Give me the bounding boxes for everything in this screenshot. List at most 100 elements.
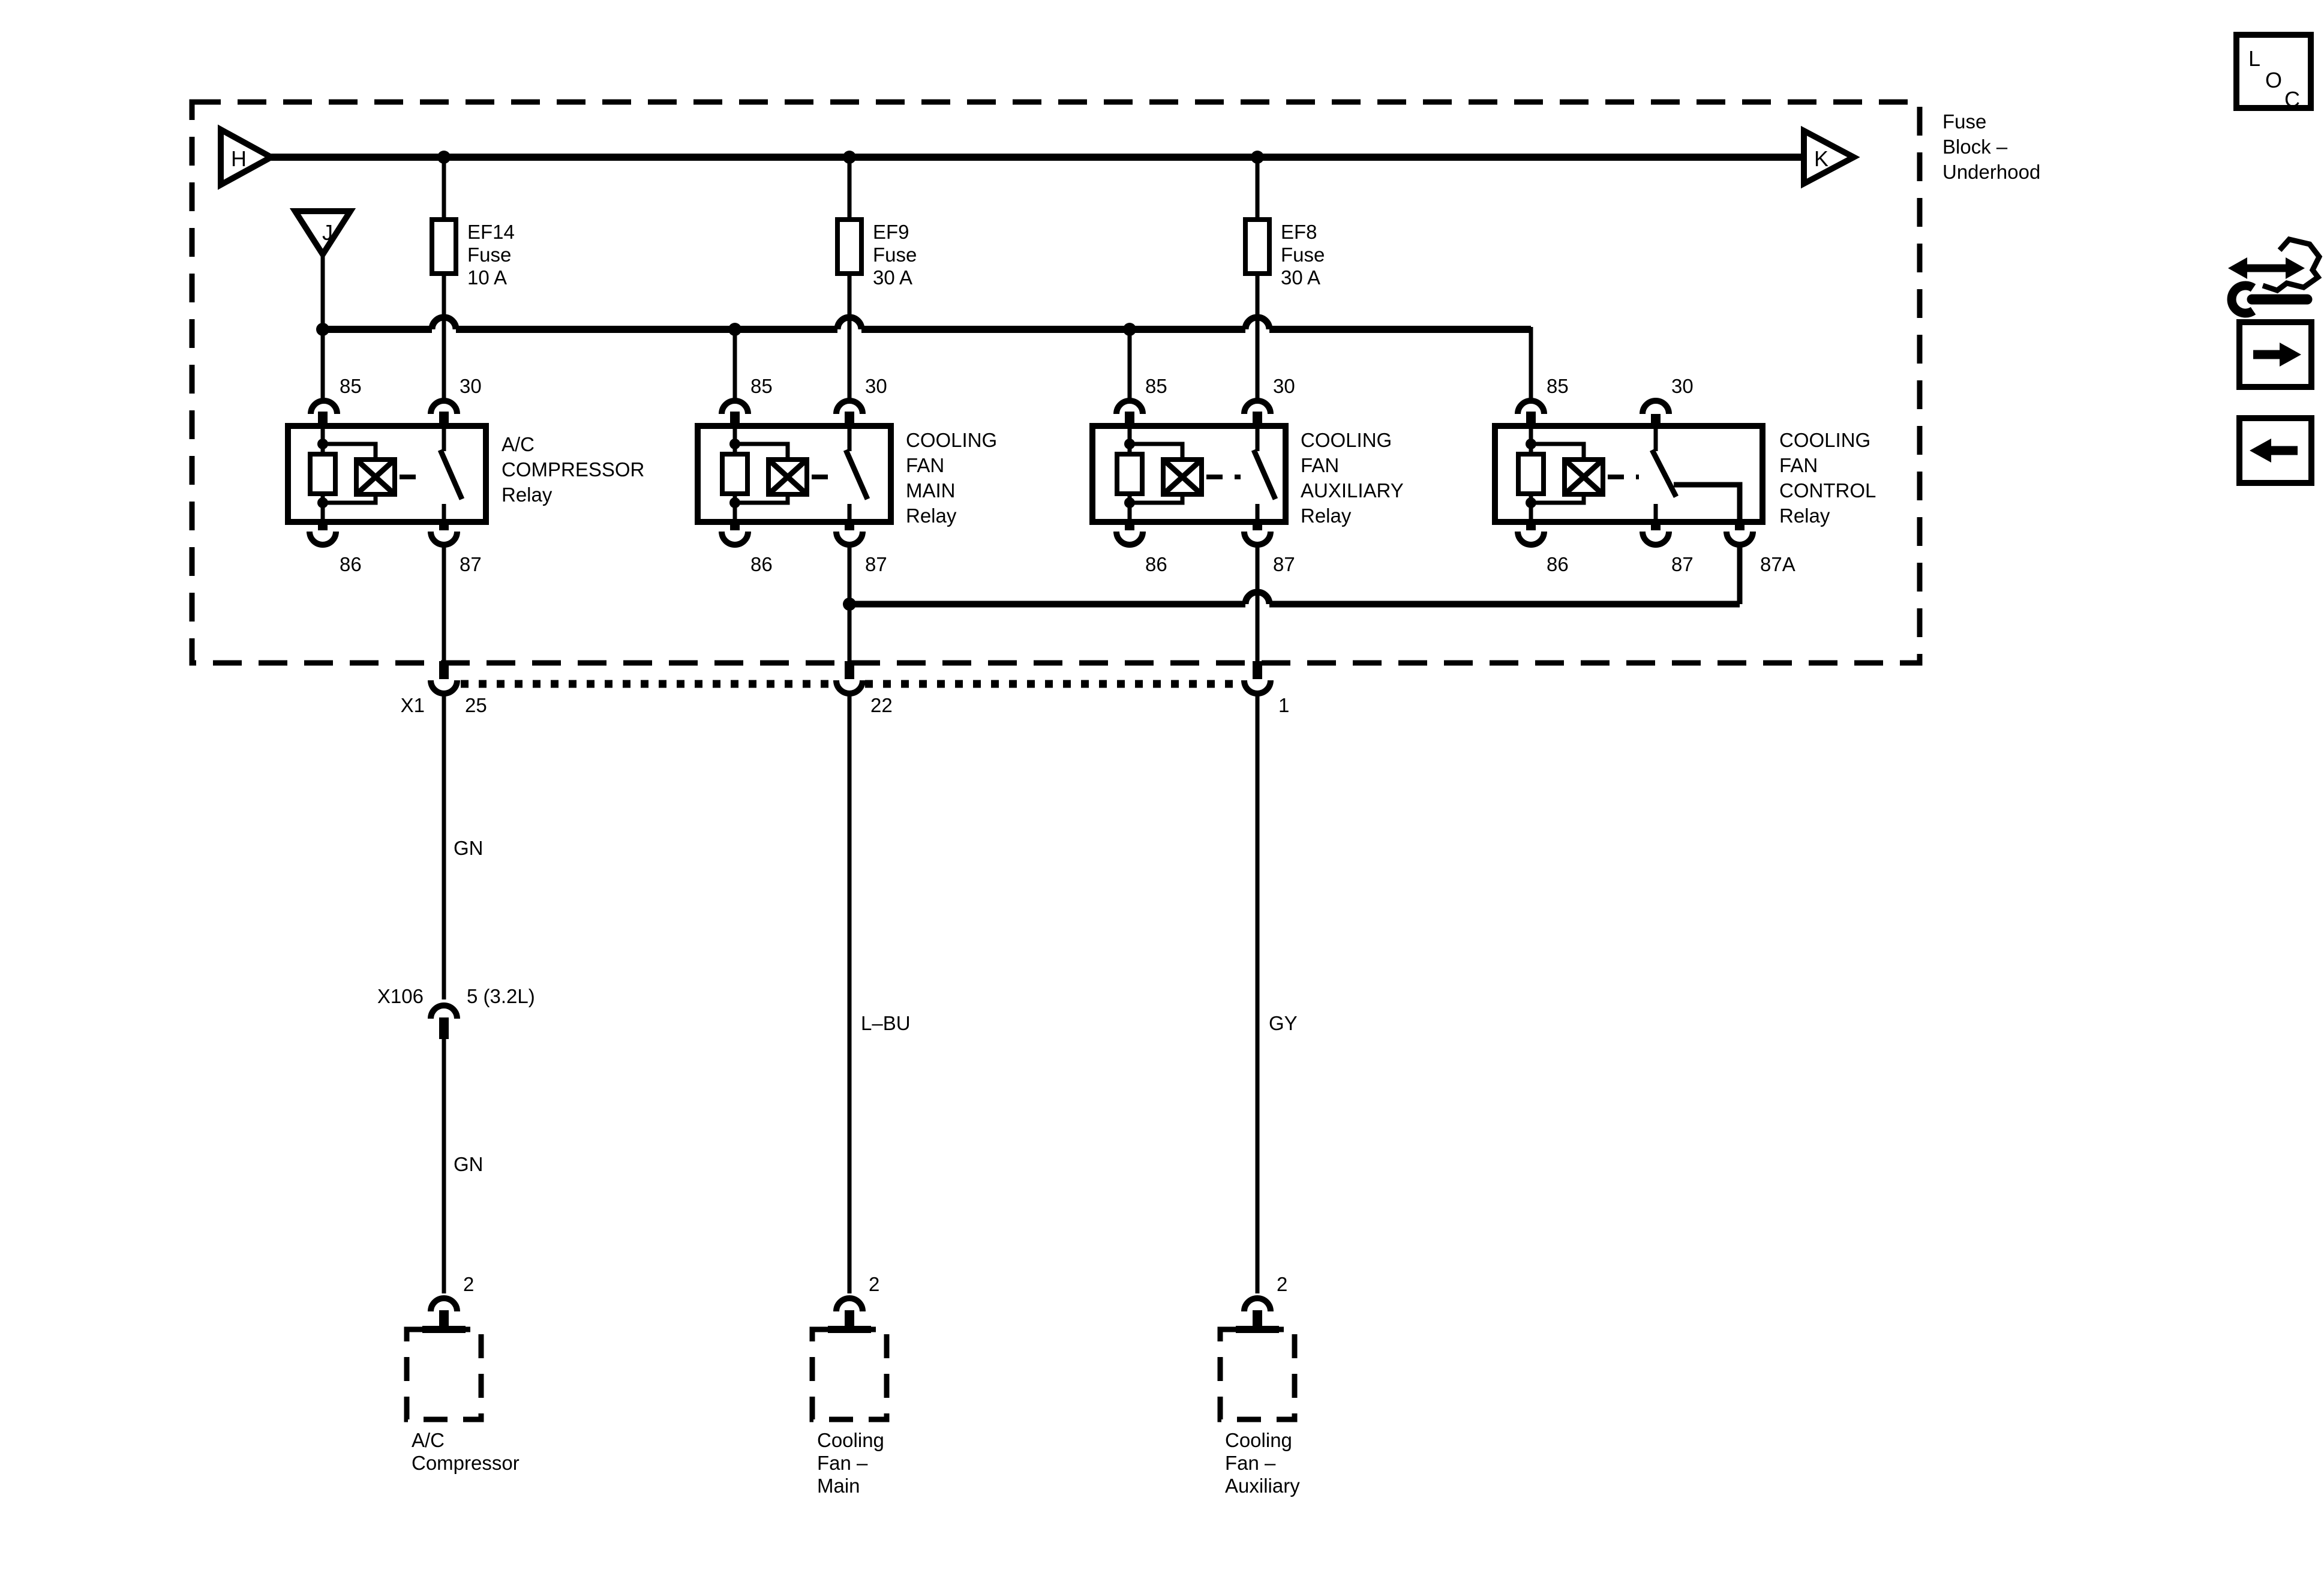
fuse-ef9-id: EF9 (873, 221, 909, 243)
arrow-k-letter: K (1814, 146, 1828, 171)
relay1-coil-x (354, 457, 397, 497)
relay4-name-line4: Relay (1779, 505, 1830, 527)
relay4-name-line2: FAN (1779, 454, 1818, 476)
connector-x1: X1 25 22 1 (401, 661, 1289, 716)
pin-connector-arc (307, 531, 339, 548)
relay1-coil-branch (323, 442, 378, 505)
relay2-name-line4: Relay (906, 505, 957, 527)
relay3-name-line4: Relay (1301, 505, 1352, 527)
relay1-pin86-label: 86 (340, 553, 362, 575)
relay1-name-line3: Relay (502, 484, 553, 506)
pin-connector-arc (1113, 531, 1146, 548)
relay1-name-line1: A/C (502, 433, 535, 455)
pin-connector-arc (1241, 680, 1274, 697)
fuse-ef9-symbol (835, 217, 864, 276)
fuse-ef8-id: EF8 (1281, 221, 1317, 243)
wire-label-gn-upper: GN (454, 837, 484, 859)
relay3-pin86-label: 86 (1145, 553, 1167, 575)
fuse-ef14: EF14 Fuse 10 A (430, 157, 515, 401)
wire-label-lbu: L–BU (861, 1012, 911, 1034)
component2-name-line1: Cooling (817, 1429, 884, 1451)
relay-cooling-fan-auxiliary: 85 30 86 87 COOLING FAN AUXILIARY Relay (1089, 375, 1404, 575)
x1-pin1-label: 1 (1278, 694, 1289, 716)
pin-connector-arc (428, 1002, 460, 1019)
fuse-ef8: EF8 Fuse 30 A (1243, 157, 1325, 401)
relay1-pin87-label: 87 (460, 553, 482, 575)
nav-forward-button[interactable] (2236, 319, 2314, 390)
relay3-switch-arm (1251, 449, 1278, 500)
diagnostic-tool-icon[interactable] (2227, 236, 2323, 318)
component3-name-line2: Fan – (1225, 1452, 1276, 1474)
pin-connector-arc (1241, 398, 1274, 415)
loc-letter-o: O (2265, 68, 2282, 92)
arrow-h-letter: H (231, 146, 247, 171)
wire-hop (834, 314, 865, 330)
pin-connector-arc (719, 531, 751, 548)
pin-connector-arc (428, 531, 460, 548)
relay4-pin86-label: 86 (1547, 553, 1569, 575)
relay3-name-line3: AUXILIARY (1301, 479, 1404, 502)
wire-label-gn-lower: GN (454, 1153, 484, 1175)
pin-connector-arc (833, 531, 866, 548)
relay3-name-line1: COOLING (1301, 429, 1392, 451)
arrow-j-letter: J (322, 220, 333, 245)
pin-connector-arc (1724, 531, 1756, 548)
relay1-pin85-label: 85 (340, 375, 362, 397)
relay4-coil-x (1562, 457, 1605, 497)
junction-dot (729, 497, 740, 508)
circuit-arrow-h: H (218, 124, 278, 190)
pin-connector-arc (1515, 398, 1547, 415)
nav-back-button[interactable] (2236, 415, 2314, 486)
relay4-resistor-symbol (1516, 452, 1546, 496)
component-cooling-fan-main: 2 Cooling Fan – Main (809, 1273, 890, 1497)
coil-supply-bus (316, 314, 1533, 401)
junction-dot (1124, 497, 1135, 508)
circuit-arrow-k: K (1801, 125, 1860, 189)
relay4-switch-to-87a (1674, 482, 1743, 521)
loc-button-frame[interactable] (2233, 32, 2314, 111)
pin-connector-arc (1515, 531, 1547, 548)
fuse-block-label: Fuse Block – Underhood (1942, 110, 2040, 183)
left-arrow-head (2250, 439, 2271, 463)
component1-box (404, 1326, 484, 1422)
relay2-coil-x (766, 457, 809, 497)
relay3-pin30-label: 30 (1273, 375, 1295, 397)
relay3-pin87-label: 87 (1273, 553, 1295, 575)
junction-dot (317, 439, 328, 449)
pin-connector-arc (1640, 398, 1672, 415)
loc-letter-c: C (2284, 87, 2300, 112)
fuse-block-label-line2: Block – (1942, 136, 2008, 158)
pin-connector-arc (308, 398, 340, 415)
x1-pin22-label: 22 (870, 694, 893, 716)
relay3-resistor-symbol (1115, 452, 1145, 496)
wire-hop (428, 314, 460, 330)
fuse-ef14-symbol (430, 217, 458, 276)
junction-dot (317, 497, 328, 508)
pin-connector-arc (1241, 531, 1274, 548)
component2-name-line3: Main (817, 1475, 860, 1497)
relay4-pin85-label: 85 (1547, 375, 1569, 397)
wire-label-gy: GY (1269, 1012, 1298, 1034)
component2-name-line2: Fan – (817, 1452, 868, 1474)
fuse-ef8-name: Fuse (1281, 244, 1325, 266)
x106-pin-label: 5 (3.2L) (467, 985, 535, 1007)
fuse-block-label-line1: Fuse (1942, 110, 1986, 133)
pin-connector-arc (428, 398, 460, 415)
loc-button[interactable]: L O C (2233, 32, 2314, 112)
pin-connector-arc (833, 1295, 866, 1312)
relay1-pin30-label: 30 (460, 375, 482, 397)
pin-connector-arc (1113, 398, 1146, 415)
fuse-ef14-rating: 10 A (467, 266, 507, 289)
relay4-pin30-label: 30 (1671, 375, 1694, 397)
component2-box (809, 1326, 890, 1422)
component1-pin-label: 2 (463, 1273, 474, 1295)
pin-connector-arc (1640, 531, 1672, 548)
arrow-j-triangle (289, 208, 356, 260)
component3-name-line1: Cooling (1225, 1429, 1292, 1451)
component3-pin-label: 2 (1277, 1273, 1287, 1295)
part-outline-shape (2262, 236, 2323, 294)
relay1-name-line2: COMPRESSOR (502, 458, 644, 481)
relay-cooling-fan-main: 85 30 86 87 COOLING FAN MAIN Relay (695, 375, 997, 575)
relay4-name-line1: COOLING (1779, 429, 1870, 451)
